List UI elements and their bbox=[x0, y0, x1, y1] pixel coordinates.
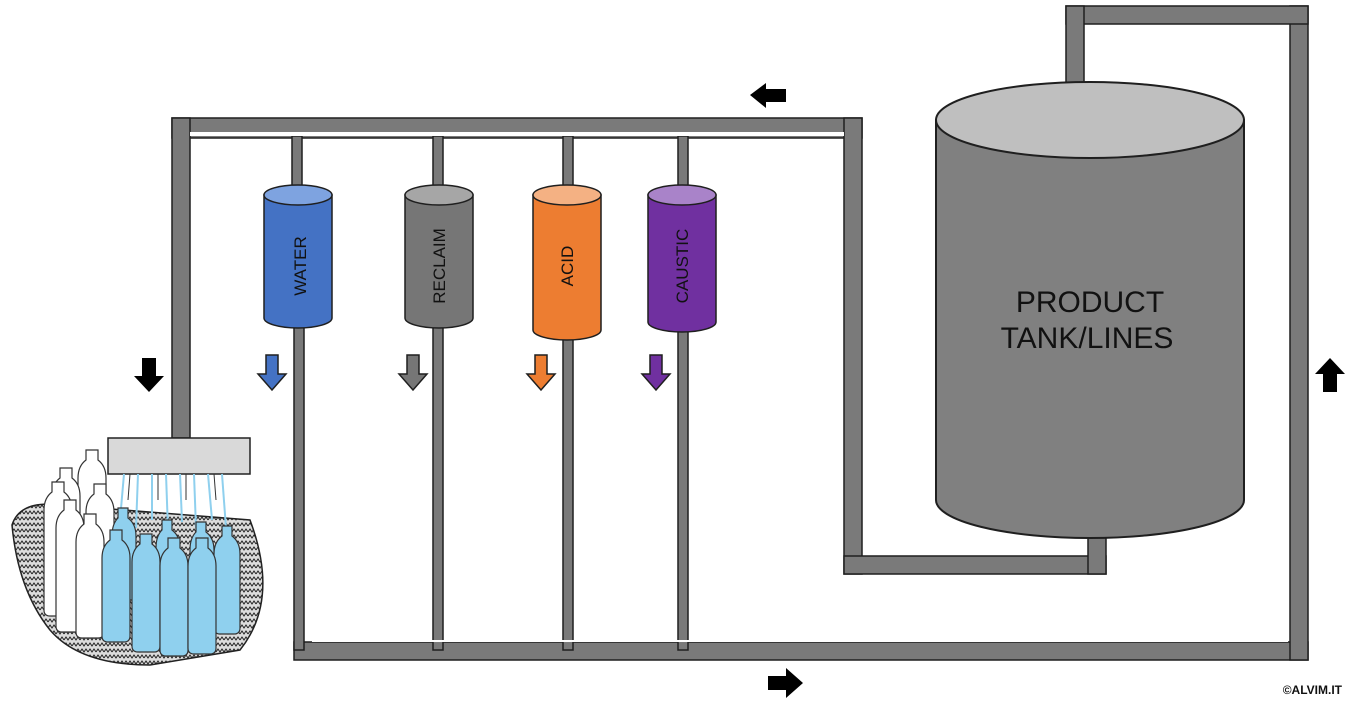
reclaim-label: RECLAIM bbox=[430, 228, 449, 304]
acid-label: ACID bbox=[558, 246, 577, 287]
water-label: WATER bbox=[291, 236, 310, 296]
caustic-label: CAUSTIC bbox=[673, 229, 692, 304]
left-arrow-icon bbox=[750, 83, 786, 108]
caustic-down-arrow-icon bbox=[640, 354, 672, 392]
reclaim-down-arrow-icon bbox=[397, 354, 429, 392]
bottom-return-pipe bbox=[293, 641, 1309, 661]
tank-water: WATER bbox=[263, 184, 333, 329]
tank-reclaim: RECLAIM bbox=[404, 184, 474, 329]
tank-outlet-pipe bbox=[843, 555, 1107, 575]
top-right-pipe bbox=[1065, 5, 1309, 25]
caustic-drain-pipe bbox=[677, 319, 689, 651]
bottles-blue bbox=[101, 507, 241, 657]
right-riser-pipe bbox=[1289, 5, 1309, 661]
up-arrow-icon bbox=[1315, 358, 1345, 392]
product-tank-line1: PRODUCT bbox=[1016, 286, 1164, 319]
tank-flow-arrows bbox=[256, 354, 672, 392]
chemical-tanks: WATER RECLAIM ACID CAUSTIC bbox=[263, 184, 717, 341]
water-drain-pipe bbox=[293, 319, 305, 651]
bottle-washing-station bbox=[11, 437, 264, 666]
tank-acid: ACID bbox=[532, 184, 602, 341]
tank-return-riser bbox=[843, 117, 863, 575]
tank-inlet-stub bbox=[1065, 5, 1085, 95]
bottles-white bbox=[43, 449, 115, 639]
product-tank-line2: TANK/LINES bbox=[1001, 322, 1174, 355]
water-down-arrow-icon bbox=[256, 354, 288, 392]
right-arrow-icon bbox=[768, 668, 803, 698]
spray-bar bbox=[107, 437, 251, 475]
acid-drain-pipe bbox=[562, 319, 574, 651]
product-tank: PRODUCT TANK/LINES bbox=[935, 81, 1245, 539]
reclaim-drain-pipe bbox=[432, 319, 444, 651]
copyright-text: ©ALVIM.IT bbox=[1283, 683, 1343, 697]
tank-caustic: CAUSTIC bbox=[647, 184, 717, 333]
flow-direction-arrows bbox=[134, 83, 1345, 698]
acid-down-arrow-icon bbox=[525, 354, 557, 392]
down-arrow-icon bbox=[134, 358, 164, 392]
left-supply-pipe bbox=[171, 117, 191, 439]
